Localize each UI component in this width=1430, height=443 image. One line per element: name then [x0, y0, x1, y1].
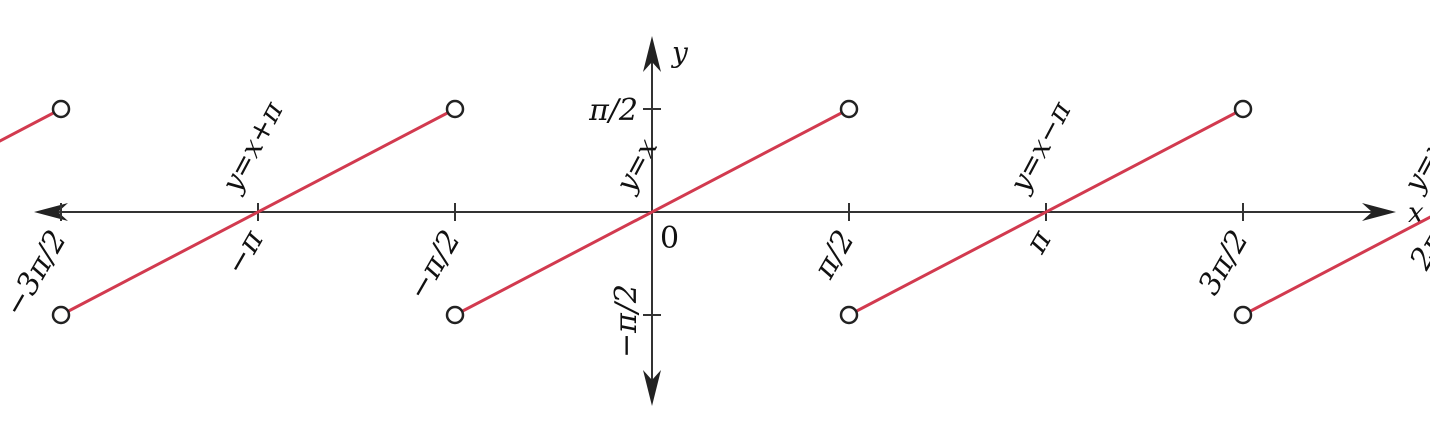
- open-endpoint: [839, 305, 859, 325]
- series-segment: [59, 107, 457, 317]
- series-segment: [453, 107, 851, 317]
- series-label: y=x−2π: [1396, 80, 1430, 199]
- x-tick-label: π: [1018, 223, 1059, 260]
- open-endpoint: [839, 99, 859, 119]
- y-axis-bottom-arrow: [643, 370, 661, 406]
- open-endpoint: [1233, 99, 1253, 119]
- x-axis-left-arrow: [34, 203, 68, 221]
- y-tick-label: −π/2: [609, 284, 644, 358]
- open-endpoint: [1233, 305, 1253, 325]
- origin-label: 0: [660, 221, 679, 256]
- y-axis-top-arrow: [643, 36, 661, 72]
- x-axis-right-arrow: [1362, 203, 1396, 221]
- open-endpoint: [445, 99, 465, 119]
- x-tick-label: 3π/2: [1192, 225, 1256, 301]
- y-axis-label: y: [670, 36, 689, 69]
- open-endpoint: [51, 305, 71, 325]
- series-label: y=x−π: [1002, 96, 1078, 199]
- open-endpoint: [445, 305, 465, 325]
- series-label: y=x: [608, 133, 664, 199]
- series-segment: [847, 107, 1245, 317]
- x-tick-label: 2π: [1403, 223, 1430, 276]
- y-tick-label: π/2: [588, 93, 638, 128]
- open-endpoint: [51, 99, 71, 119]
- series-label: y=x+π: [214, 96, 290, 199]
- series-segment: [1241, 215, 1430, 317]
- x-tick-label: −π/2: [401, 225, 468, 307]
- x-tick-label: −π: [218, 223, 271, 280]
- x-tick-label: π/2: [807, 225, 862, 286]
- x-axis-label: x: [1408, 196, 1424, 229]
